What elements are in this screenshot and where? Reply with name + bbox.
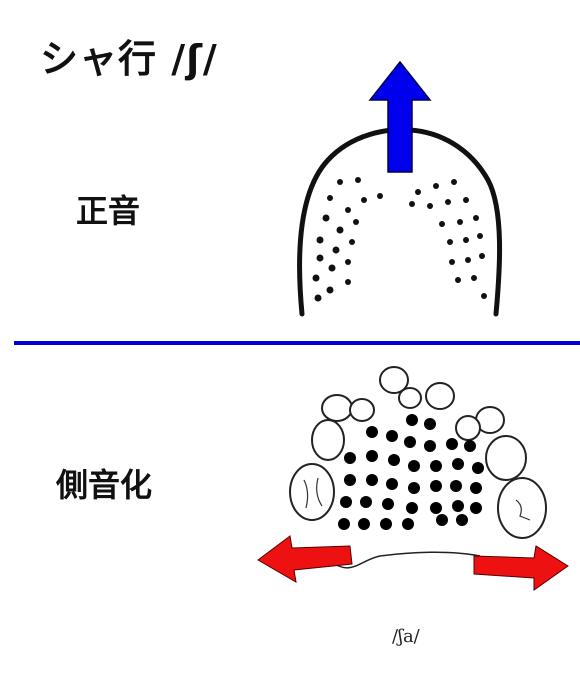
palate-lower-outline — [329, 551, 481, 569]
contact-dots-right — [409, 179, 487, 299]
contact-dots-left — [312, 177, 383, 302]
teeth — [289, 366, 547, 539]
section-divider — [14, 341, 580, 345]
label-lateral-sound: 側音化 — [56, 466, 153, 504]
diagram-title: シャ行 /ʃ/ — [40, 37, 218, 81]
lateral-palate-figure — [257, 366, 569, 591]
arrow-left-right-icon — [257, 535, 569, 591]
tooth-detail-right — [515, 499, 531, 521]
contact-dots-grid — [338, 414, 484, 530]
phonetic-caption: /ʃa/ — [392, 626, 420, 647]
label-normal-sound: 正音 — [76, 192, 141, 230]
tooth-detail-left — [303, 477, 323, 509]
normal-palate-figure — [297, 60, 503, 317]
arrow-up-icon — [368, 60, 432, 173]
